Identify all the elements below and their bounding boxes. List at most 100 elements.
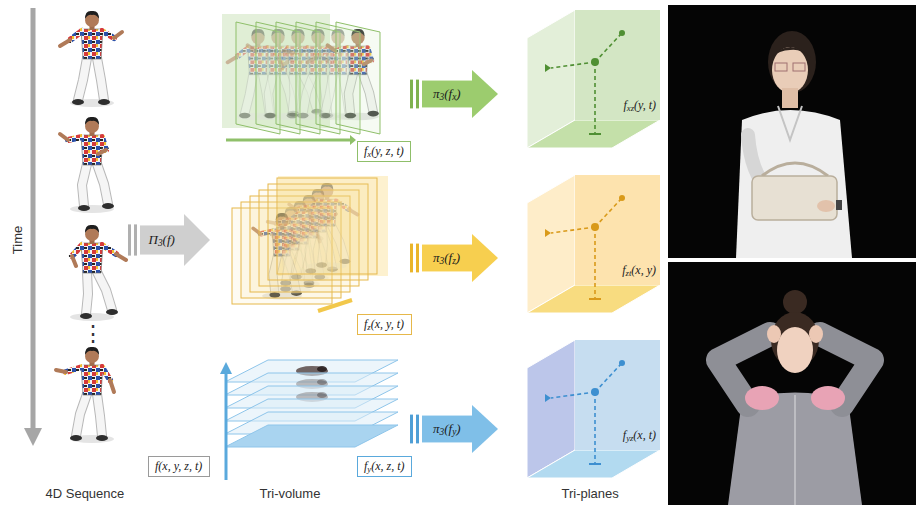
sleeve [68,137,82,140]
dancer-figure [60,11,122,107]
subscript: zt [626,268,632,278]
leg [86,272,88,314]
subscript: z [367,322,370,332]
leg [97,272,112,310]
text-run: (x, t) [633,428,656,442]
text-run: (x, y, t) [371,317,404,331]
back-plane [575,340,660,450]
projection-dash [595,34,621,62]
formula-text: fyz(x, t) [623,428,656,443]
forearm [98,150,106,154]
caption-label: Tri-planes [562,486,619,502]
sleeve [102,367,110,380]
sample-point [591,223,599,231]
forearm [72,256,76,266]
sleeve [102,31,114,38]
forearm [110,380,114,392]
text-run: f [449,421,453,436]
fur-collar [745,386,779,410]
hand [817,200,835,212]
leg-outline [97,272,112,310]
back-plane [575,10,660,120]
shoe [106,309,118,315]
text-run: (y, t) [634,98,656,112]
formula-text: fzt(x, y) [622,263,656,278]
ellipsis-mark: ⋮ [82,321,104,346]
leg [97,58,104,100]
dancer-figure [56,347,114,443]
sleeve [66,367,82,372]
fur-collar [811,386,845,410]
caption-label: 4D Sequence [46,486,125,502]
projection-dash [594,392,596,464]
projected-point [545,64,551,72]
glasses [775,63,787,71]
hair [85,225,99,233]
projection-dash [595,199,621,227]
arrow-bar [134,224,137,255]
text-run: ) [456,86,460,101]
function-box: fz(x, y, t) [357,314,412,335]
formula-text: π3(fz) [433,250,460,266]
projection-arrow: π3(fz) [410,234,498,282]
text-run: π [433,421,440,436]
face [772,47,808,93]
leg-outline [97,58,104,100]
photo-background [668,5,916,258]
hair [85,347,99,355]
text-run: f [623,98,626,112]
tri-plane: fxz(y, t) [575,10,660,120]
forearm [60,40,70,46]
floor-plane [527,285,660,313]
leg [97,394,102,436]
arrow-body [422,81,472,108]
arrow-body [140,225,184,254]
projection-dash [595,364,621,392]
arrow-head [472,405,498,453]
subscript: 3 [440,92,445,102]
tri-plane: fzt(x, y) [575,175,660,285]
projection-dash [594,62,596,134]
text-run: ( [444,250,448,265]
leg-outline [86,272,88,314]
text-run: π [433,250,440,265]
caption-label: Time [10,226,26,254]
projection-dash [551,227,595,233]
leg-outline [78,58,87,100]
text-run: f [622,263,625,277]
neck [782,88,798,108]
text-run: (x, y) [631,263,656,277]
arrow-bar [410,80,413,109]
arrow-body [422,245,472,272]
photo-background [668,262,916,505]
arrow-bar [416,80,419,109]
leg [76,394,87,436]
text-run: (y, z, t) [371,144,404,158]
forearm [114,32,122,38]
arrow-bar [416,244,419,273]
watch [836,200,842,210]
text-run: f [623,428,626,442]
axis-stripe [226,139,350,142]
text-run: ( [444,86,448,101]
floor-shadow [70,99,114,107]
arrow-bar [416,415,419,444]
projected-point [545,229,551,237]
arrow-head [184,214,210,266]
projection-dash [594,227,596,299]
back-plane [575,175,660,285]
leg [82,164,87,206]
sleeve [72,245,82,256]
leg-outline [97,394,102,436]
shoe [78,205,90,211]
shoe [80,313,92,319]
top-down-head [317,379,327,385]
floor-shadow [70,435,114,443]
subscript: y [367,464,371,474]
subscript: x [367,149,371,159]
projected-point [619,360,625,366]
projected-point [589,463,601,465]
hair [85,117,99,125]
subscript: 3 [440,427,445,437]
time-axis [31,8,36,430]
